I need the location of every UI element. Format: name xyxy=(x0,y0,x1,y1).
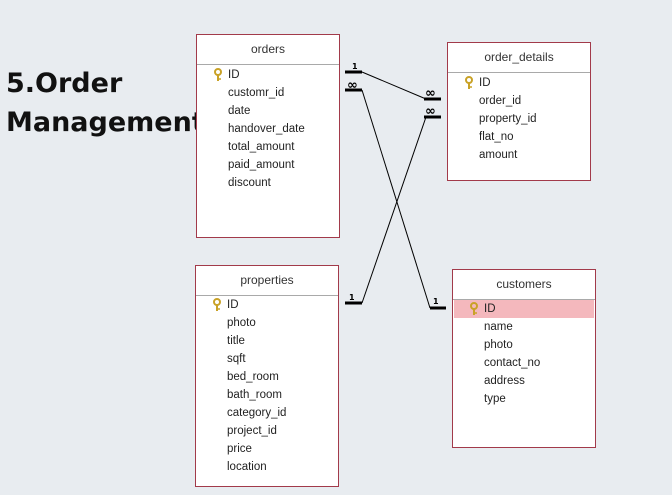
field-label: location xyxy=(227,461,267,473)
field-category-id[interactable]: category_id xyxy=(196,404,338,422)
table-orders[interactable]: orders ID customr_id date handover_date … xyxy=(196,34,340,238)
field-label: handover_date xyxy=(228,123,305,135)
field-label: photo xyxy=(227,317,256,329)
field-label: price xyxy=(227,443,252,455)
field-handover-date[interactable]: handover_date xyxy=(197,120,339,138)
key-icon xyxy=(470,302,478,315)
table-properties[interactable]: properties ID photo title sqft bed_room … xyxy=(195,265,339,487)
field-label: customr_id xyxy=(228,87,285,99)
field-sqft[interactable]: sqft xyxy=(196,350,338,368)
field-customr-id[interactable]: customr_id xyxy=(197,84,339,102)
field-label: paid_amount xyxy=(228,159,295,171)
field-project-id[interactable]: project_id xyxy=(196,422,338,440)
field-photo[interactable]: photo xyxy=(196,314,338,332)
cardinality-many-label: ∞ xyxy=(425,104,436,119)
field-title[interactable]: title xyxy=(196,332,338,350)
table-customers-title[interactable]: customers xyxy=(453,270,595,300)
cardinality-one-label: 1 xyxy=(349,293,355,302)
field-paid-amount[interactable]: paid_amount xyxy=(197,156,339,174)
field-label: name xyxy=(484,321,513,333)
table-order-details[interactable]: order_details ID order_id property_id fl… xyxy=(447,42,591,181)
field-amount[interactable]: amount xyxy=(448,146,590,164)
field-label: category_id xyxy=(227,407,287,419)
field-label: ID xyxy=(227,299,239,311)
field-label: title xyxy=(227,335,245,347)
field-id[interactable]: ID xyxy=(196,296,338,314)
table-orders-fields: ID customr_id date handover_date total_a… xyxy=(197,65,339,192)
cardinality-many-label: ∞ xyxy=(347,78,358,93)
key-icon xyxy=(214,68,222,81)
field-label: bath_room xyxy=(227,389,282,401)
field-label: ID xyxy=(228,69,240,81)
field-label: total_amount xyxy=(228,141,295,153)
field-label: ID xyxy=(479,77,491,89)
cardinality-many-label: ∞ xyxy=(425,86,436,101)
field-name[interactable]: name xyxy=(453,318,595,336)
field-label: type xyxy=(484,393,506,405)
field-date[interactable]: date xyxy=(197,102,339,120)
field-order-id[interactable]: order_id xyxy=(448,92,590,110)
field-bed-room[interactable]: bed_room xyxy=(196,368,338,386)
field-label: flat_no xyxy=(479,131,514,143)
table-orders-title[interactable]: orders xyxy=(197,35,339,65)
field-label: ID xyxy=(484,303,496,315)
field-flat-no[interactable]: flat_no xyxy=(448,128,590,146)
relationship-customers-orders[interactable] xyxy=(345,88,446,310)
field-type[interactable]: type xyxy=(453,390,595,408)
field-contact-no[interactable]: contact_no xyxy=(453,354,595,372)
field-label: order_id xyxy=(479,95,522,107)
field-address[interactable]: address xyxy=(453,372,595,390)
cardinality-one-label: 1 xyxy=(433,297,439,306)
key-icon xyxy=(465,76,473,89)
table-customers[interactable]: customers ID name photo contact_no addre… xyxy=(452,269,596,448)
field-label: discount xyxy=(228,177,271,189)
field-discount[interactable]: discount xyxy=(197,174,339,192)
field-label: bed_room xyxy=(227,371,279,383)
field-property-id[interactable]: property_id xyxy=(448,110,590,128)
table-order-details-fields: ID order_id property_id flat_no amount xyxy=(448,73,590,164)
page-title-line-2: Management xyxy=(6,107,205,138)
table-customers-fields: ID name photo contact_no address type xyxy=(453,300,595,408)
field-label: photo xyxy=(484,339,513,351)
page-title-line-1: 5.Order xyxy=(6,68,123,99)
cardinality-one-label: 1 xyxy=(352,62,358,71)
key-icon xyxy=(213,298,221,311)
relationship-properties-order-details[interactable] xyxy=(345,115,441,305)
table-order-details-title[interactable]: order_details xyxy=(448,43,590,73)
field-label: property_id xyxy=(479,113,537,125)
field-label: address xyxy=(484,375,525,387)
relationship-orders-order-details[interactable] xyxy=(345,70,441,101)
field-price[interactable]: price xyxy=(196,440,338,458)
table-properties-title[interactable]: properties xyxy=(196,266,338,296)
field-id[interactable]: ID xyxy=(197,66,339,84)
field-label: contact_no xyxy=(484,357,541,369)
field-id[interactable]: ID xyxy=(448,74,590,92)
table-properties-fields: ID photo title sqft bed_room bath_room c… xyxy=(196,296,338,476)
field-label: sqft xyxy=(227,353,246,365)
field-total-amount[interactable]: total_amount xyxy=(197,138,339,156)
field-label: amount xyxy=(479,149,518,161)
field-location[interactable]: location xyxy=(196,458,338,476)
field-id[interactable]: ID xyxy=(454,300,594,318)
field-label: date xyxy=(228,105,251,117)
field-bath-room[interactable]: bath_room xyxy=(196,386,338,404)
field-label: project_id xyxy=(227,425,277,437)
page-title: 5.Order Management xyxy=(6,64,205,142)
field-photo[interactable]: photo xyxy=(453,336,595,354)
